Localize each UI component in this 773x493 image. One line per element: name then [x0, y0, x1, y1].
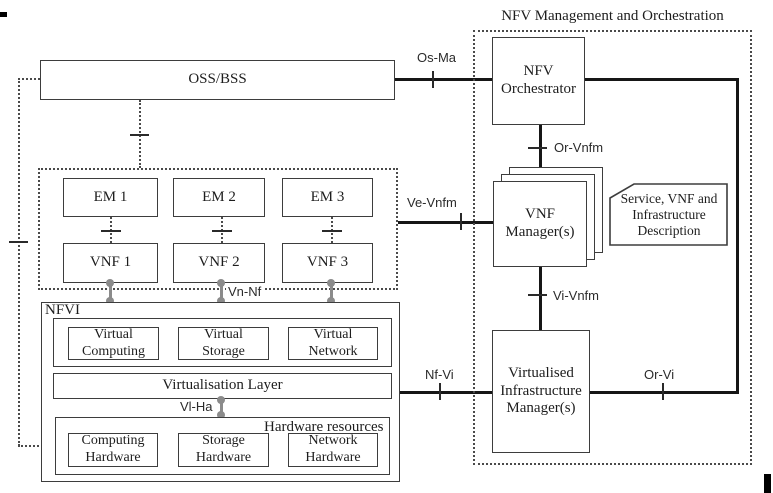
tick-em1-vnf1 — [101, 230, 121, 232]
tick-os-ma — [432, 71, 434, 88]
gray-dot-vnf3-bottom — [327, 297, 335, 305]
dotted-line-oss-left — [18, 78, 40, 80]
vl-ha-label: Vl-Ha — [178, 399, 215, 414]
scan-artifact-top-left — [0, 12, 7, 17]
line-or-vi — [589, 391, 739, 394]
em-vnf-group-border — [38, 168, 398, 290]
tick-or-vi — [662, 383, 664, 400]
hardware-resources-label: Hardware resources — [264, 419, 384, 435]
virtual-storage-box: Virtual Storage — [178, 327, 269, 360]
virtualisation-layer-label: Virtualisation Layer — [162, 377, 283, 394]
os-ma-label: Os-Ma — [415, 50, 458, 65]
gray-connector-vnf2 — [220, 283, 223, 303]
line-nfvo-right — [585, 78, 739, 81]
service-description-shape: Service, VNF and Infrastructure Descript… — [609, 183, 729, 247]
virtual-network-box: Virtual Network — [288, 327, 378, 360]
vim-label: Virtualised Infrastructure Manager(s) — [500, 364, 582, 417]
service-description-outline — [609, 183, 728, 246]
vnf2-box: VNF 2 — [173, 243, 265, 283]
nfv-orchestrator-box: NFV Orchestrator — [492, 37, 585, 125]
service-description-label: Service, VNF and Infrastructure Descript… — [620, 191, 718, 238]
network-hardware-label: Network Hardware — [305, 433, 361, 465]
tick-or-vnfm — [528, 147, 547, 149]
network-hardware-box: Network Hardware — [288, 433, 378, 467]
em2-box: EM 2 — [173, 178, 265, 217]
gray-connector-vnf1 — [109, 283, 112, 303]
gray-dot-vl-ha-top — [217, 396, 225, 404]
virtual-computing-box: Virtual Computing — [68, 327, 159, 360]
line-ve-vnfm — [398, 221, 494, 224]
em1-box: EM 1 — [63, 178, 158, 217]
line-os-ma — [395, 78, 492, 81]
vnf3-box: VNF 3 — [282, 243, 373, 283]
vnf1-box: VNF 1 — [63, 243, 158, 283]
scan-artifact-bottom-right — [764, 474, 771, 493]
ve-vnfm-label: Ve-Vnfm — [405, 195, 459, 210]
dotted-line-left-vertical — [18, 78, 20, 446]
tick-ve-vnfm — [460, 213, 462, 230]
vnf3-label: VNF 3 — [306, 254, 349, 271]
line-nf-vi — [400, 391, 493, 394]
storage-hardware-label: Storage Hardware — [195, 433, 252, 465]
vn-nf-label: Vn-Nf — [226, 284, 264, 299]
tick-left-line — [9, 241, 28, 243]
vnf-manager-box: VNF Manager(s) — [493, 181, 587, 267]
dotted-line-to-hardware — [18, 445, 55, 447]
line-vi-vnfm — [539, 266, 542, 331]
mano-region-border — [473, 30, 752, 465]
computing-hardware-label: Computing Hardware — [81, 433, 145, 465]
nfvi-label: NFVI — [45, 302, 81, 318]
tick-oss-em — [130, 134, 149, 136]
vnf2-label: VNF 2 — [198, 254, 240, 271]
oss-bss-box: OSS/BSS — [40, 60, 395, 100]
vnf-manager-label: VNF Manager(s) — [505, 206, 575, 240]
nfv-orchestrator-label: NFV Orchestrator — [501, 63, 576, 97]
tick-em2-vnf2 — [212, 230, 232, 232]
mano-title: NFV Management and Orchestration — [501, 8, 724, 24]
vnf1-label: VNF 1 — [89, 254, 132, 271]
gray-dot-vnf3-top — [327, 279, 335, 287]
em2-label: EM 2 — [202, 188, 236, 205]
em3-box: EM 3 — [282, 178, 373, 217]
vim-box: Virtualised Infrastructure Manager(s) — [492, 330, 590, 453]
gray-connector-vnf3 — [330, 283, 333, 303]
or-vnfm-label: Or-Vnfm — [552, 140, 606, 155]
virtualisation-layer-box: Virtualisation Layer — [53, 373, 392, 399]
em1-label: EM 1 — [93, 188, 128, 205]
nf-vi-label: Nf-Vi — [423, 367, 456, 382]
gray-dot-vnf2-bottom — [217, 297, 225, 305]
tick-vi-vnfm — [528, 294, 547, 296]
oss-bss-label: OSS/BSS — [188, 71, 247, 88]
gray-dot-vnf2-top — [217, 279, 225, 287]
or-vi-label: Or-Vi — [642, 367, 677, 382]
gray-dot-vnf1-bottom — [106, 297, 114, 305]
vi-vnfm-label: Vi-Vnfm — [551, 288, 601, 303]
tick-nf-vi — [439, 383, 441, 400]
storage-hardware-box: Storage Hardware — [178, 433, 269, 467]
gray-dot-vnf1-top — [106, 279, 114, 287]
em3-label: EM 3 — [310, 188, 345, 205]
virtual-computing-label: Virtual Computing — [81, 326, 145, 359]
gray-connector-vl-ha — [220, 399, 223, 417]
tick-em3-vnf3 — [322, 230, 342, 232]
line-right-vertical — [736, 78, 739, 394]
gray-dot-vl-ha-bottom — [217, 411, 225, 419]
computing-hardware-box: Computing Hardware — [68, 433, 158, 467]
virtual-storage-label: Virtual Storage — [202, 326, 245, 359]
line-or-vnfm — [539, 125, 542, 182]
virtual-network-label: Virtual Network — [308, 326, 358, 359]
